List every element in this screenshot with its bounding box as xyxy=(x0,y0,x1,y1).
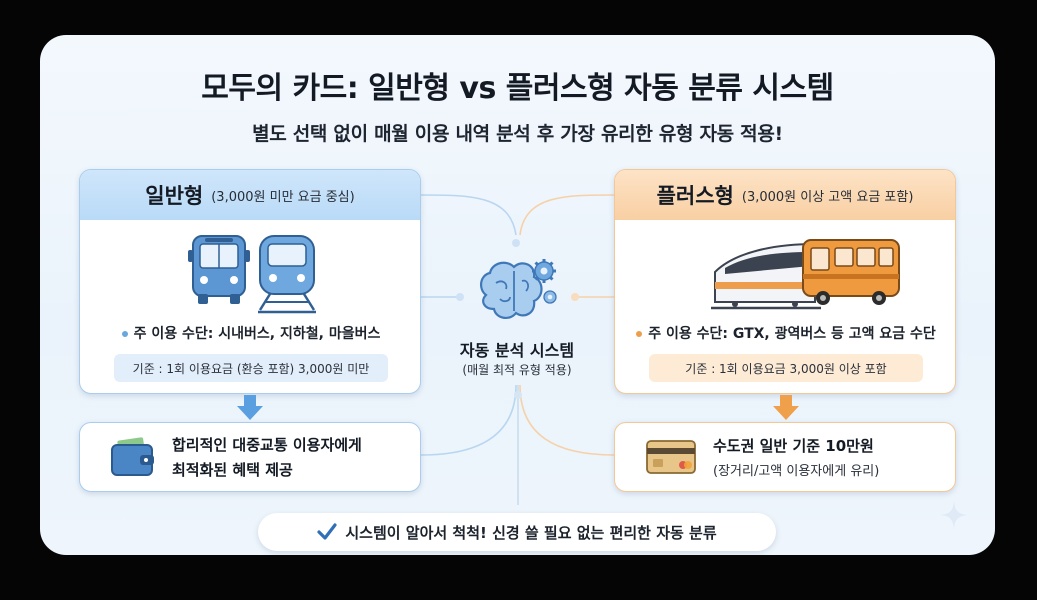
plus-result-box: 수도권 일반 기준 10만원 (장거리/고액 이용자에게 유리) xyxy=(614,422,956,492)
page-subtitle: 별도 선택 없이 매월 이용 내역 분석 후 가장 유리한 유형 자동 적용! xyxy=(252,123,783,145)
general-transport-illustration xyxy=(188,235,316,314)
plus-transport-illustration xyxy=(711,239,900,310)
general-type-name: 일반형 xyxy=(145,184,204,208)
general-down-arrow-icon xyxy=(237,395,263,420)
intercity-bus-icon xyxy=(802,239,900,305)
credit-card-icon xyxy=(646,440,696,474)
checkmark-icon xyxy=(317,523,337,540)
plus-result-line1: 수도권 일반 기준 10만원 xyxy=(713,437,874,455)
footer-text: 시스템이 알아서 척척! 신경 쓸 필요 없는 편리한 자동 분류 xyxy=(345,523,717,542)
general-result-line2: 최적화된 혜택 제공 xyxy=(172,461,293,479)
general-bullet-text: 주 이용 수단: 시내버스, 지하철, 마을버스 xyxy=(133,326,381,342)
plus-type-panel: 플러스형 (3,000원 이상 고액 요금 포함) xyxy=(614,169,956,394)
center-system-title: 자동 분석 시스템 xyxy=(459,341,575,360)
infographic-card: 모두의 카드: 일반형 vs 플러스형 자동 분류 시스템 별도 선택 없이 매… xyxy=(40,35,995,555)
general-type-note: (3,000원 미만 요금 중심) xyxy=(211,189,355,205)
brain-gear-icon xyxy=(480,259,557,319)
plus-type-name: 플러스형 xyxy=(656,184,734,208)
plus-criteria: 기준 : 1회 이용요금 3,000원 이상 포함 xyxy=(649,354,923,382)
general-bullet: 주 이용 수단: 시내버스, 지하철, 마을버스 xyxy=(80,323,420,343)
sparkle-icon xyxy=(940,501,968,529)
center-system-subtitle: (매월 최적 유형 적용) xyxy=(462,363,572,377)
general-criteria: 기준 : 1회 이용요금 (환승 포함) 3,000원 미만 xyxy=(114,354,388,382)
plus-bullet: 주 이용 수단: GTX, 광역버스 등 고액 요금 수단 xyxy=(615,323,955,343)
general-type-header: 일반형 (3,000원 미만 요금 중심) xyxy=(80,170,420,220)
wallet-icon xyxy=(111,437,154,476)
general-type-panel: 일반형 (3,000원 미만 요금 중심) xyxy=(79,169,421,394)
general-result-box: 합리적인 대중교통 이용자에게 최적화된 혜택 제공 xyxy=(79,422,421,492)
plus-down-arrow-icon xyxy=(773,395,799,420)
plus-type-note: (3,000원 이상 고액 요금 포함) xyxy=(741,189,914,205)
plus-bullet-text: 주 이용 수단: GTX, 광역버스 등 고액 요금 수단 xyxy=(648,326,936,342)
plus-type-header: 플러스형 (3,000원 이상 고액 요금 포함) xyxy=(615,170,955,220)
general-result-line1: 합리적인 대중교통 이용자에게 xyxy=(172,436,362,454)
connector-lines xyxy=(420,194,615,505)
page-title: 모두의 카드: 일반형 vs 플러스형 자동 분류 시스템 xyxy=(201,71,834,106)
bullet-dot xyxy=(121,331,128,337)
plus-result-line2: (장거리/고액 이용자에게 유리) xyxy=(713,464,880,479)
subway-icon xyxy=(258,235,316,314)
footer-banner: 시스템이 알아서 척척! 신경 쓸 필요 없는 편리한 자동 분류 xyxy=(258,513,776,551)
bus-icon xyxy=(188,235,250,304)
bullet-dot xyxy=(636,331,643,337)
